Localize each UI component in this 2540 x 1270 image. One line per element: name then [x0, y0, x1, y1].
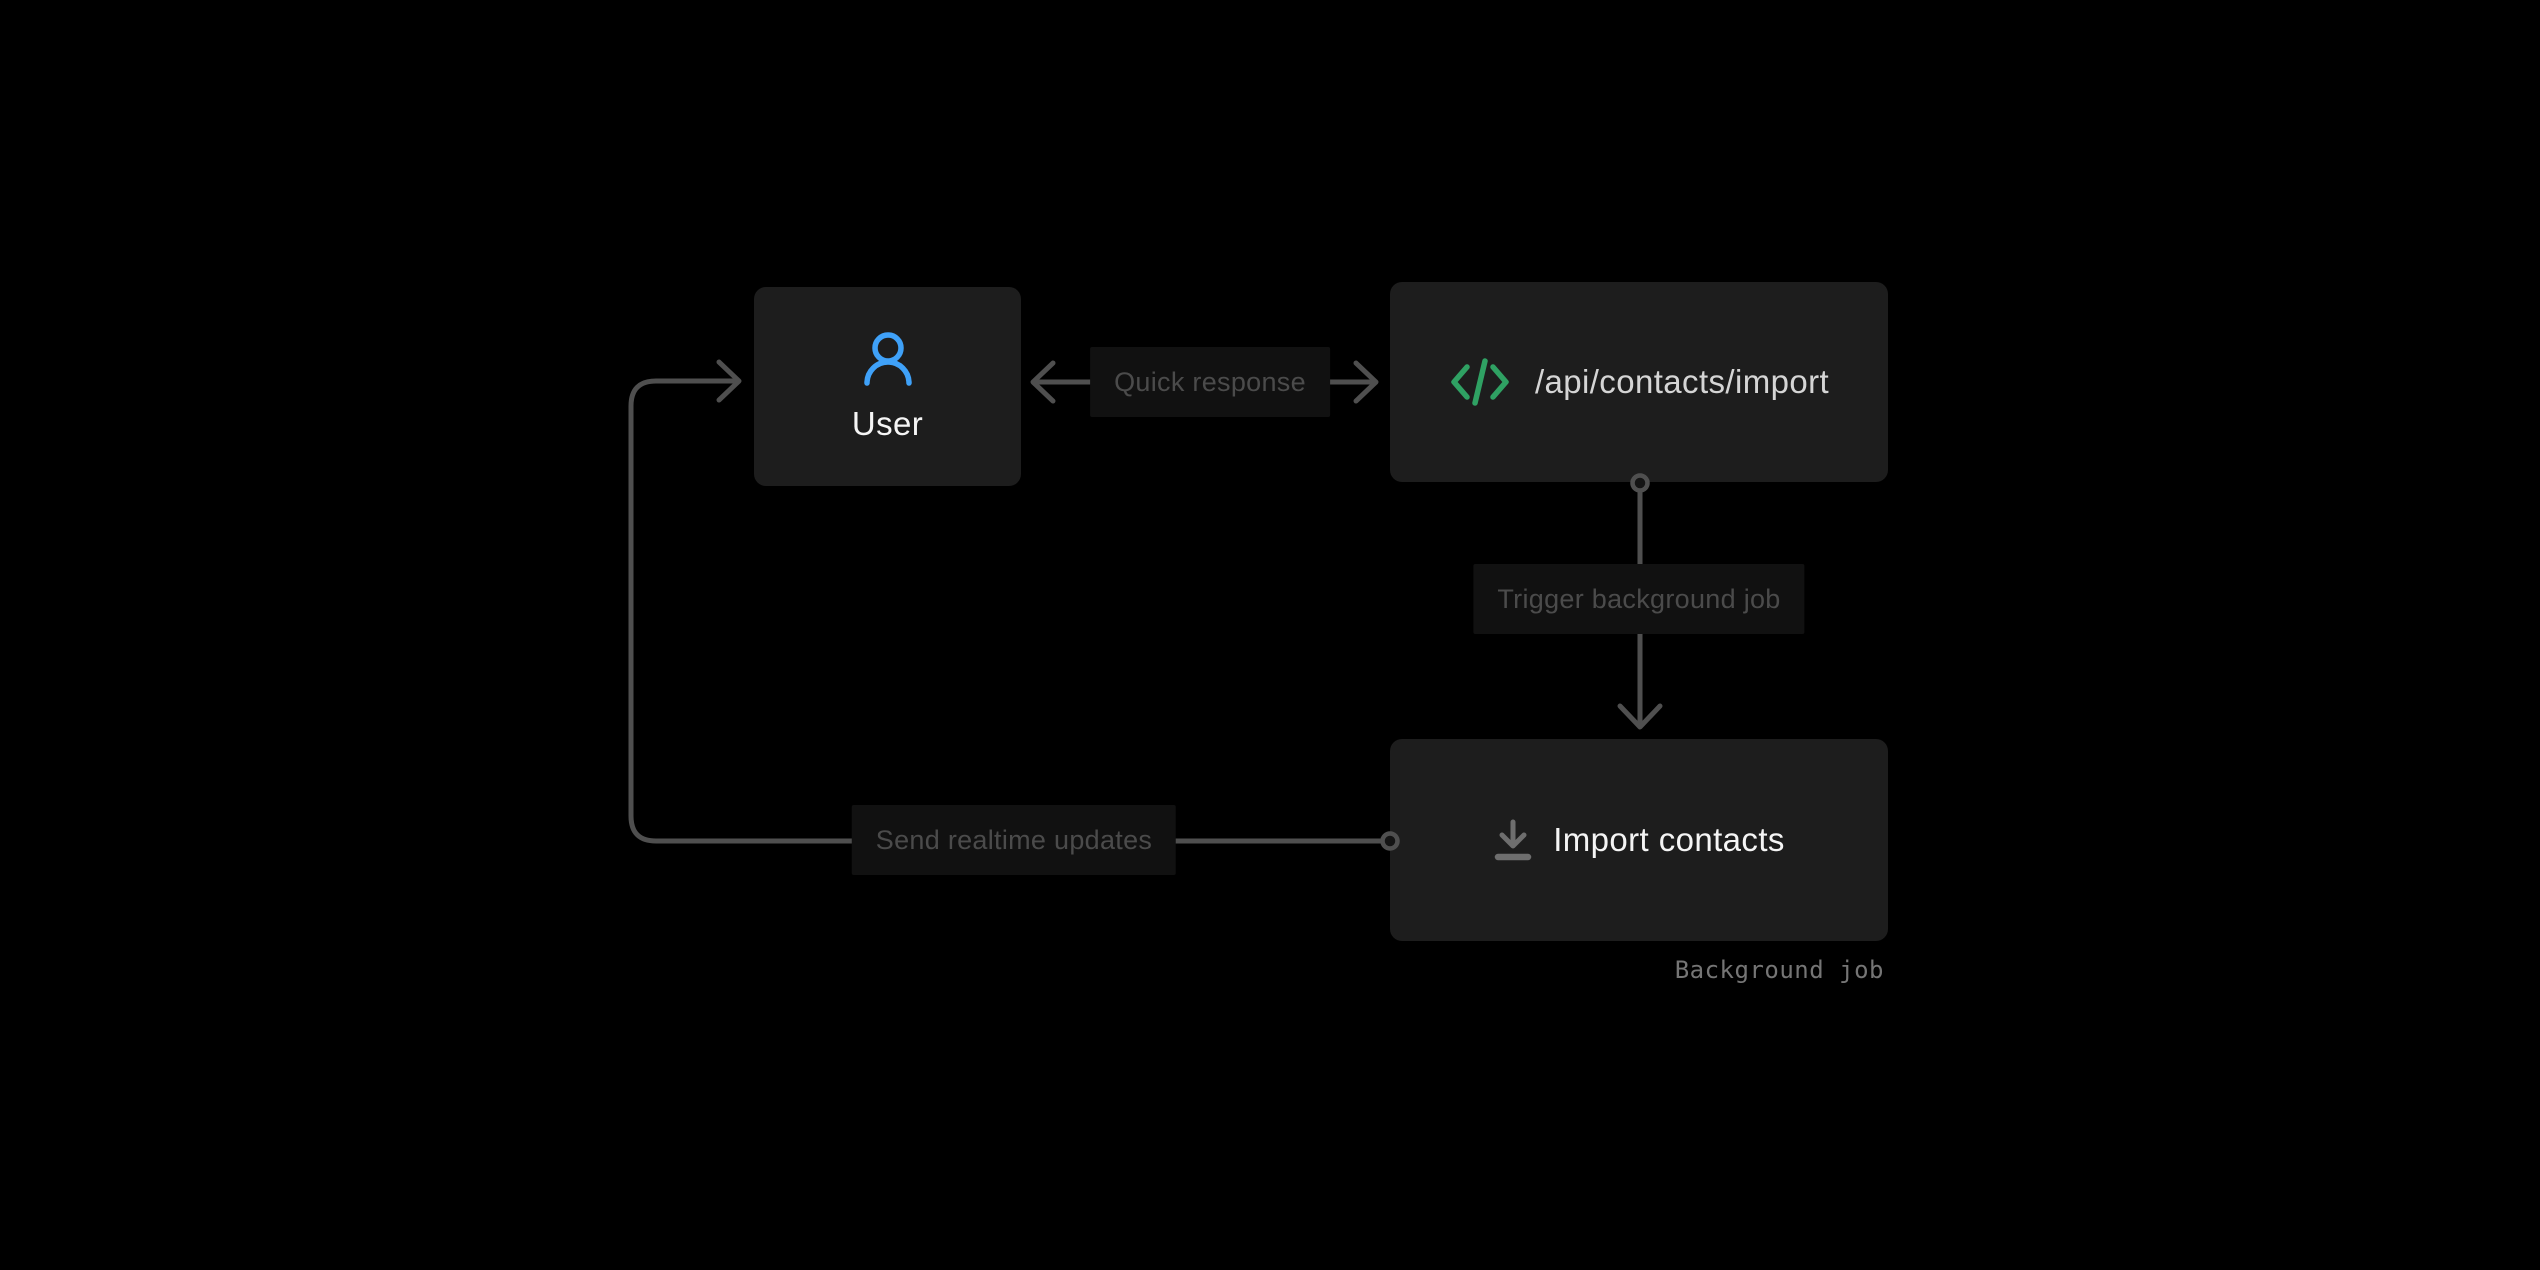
arrowhead-into-user-icon [716, 359, 742, 403]
arrowhead-left-icon [1030, 360, 1056, 404]
person-icon [863, 331, 912, 386]
edge-label-trigger-background-job: Trigger background job [1473, 564, 1805, 634]
import-contacts-label: Import contacts [1553, 821, 1785, 858]
code-icon [1451, 358, 1509, 406]
arrowhead-right-icon [1353, 360, 1379, 404]
edge-label-send-realtime-updates: Send realtime updates [851, 805, 1177, 875]
background-job-annotation: Background job [1674, 956, 1884, 984]
edge-label-quick-response: Quick response [1090, 347, 1330, 417]
arrowhead-down-icon [1617, 703, 1663, 730]
download-icon [1494, 819, 1532, 861]
import-contacts-node[interactable]: Import contacts [1390, 739, 1888, 941]
user-node-label: User [851, 404, 924, 442]
user-node[interactable]: User [754, 287, 1021, 486]
api-endpoint-label: /api/contacts/import [1534, 363, 1830, 400]
api-endpoint-node[interactable]: /api/contacts/import [1390, 282, 1888, 482]
